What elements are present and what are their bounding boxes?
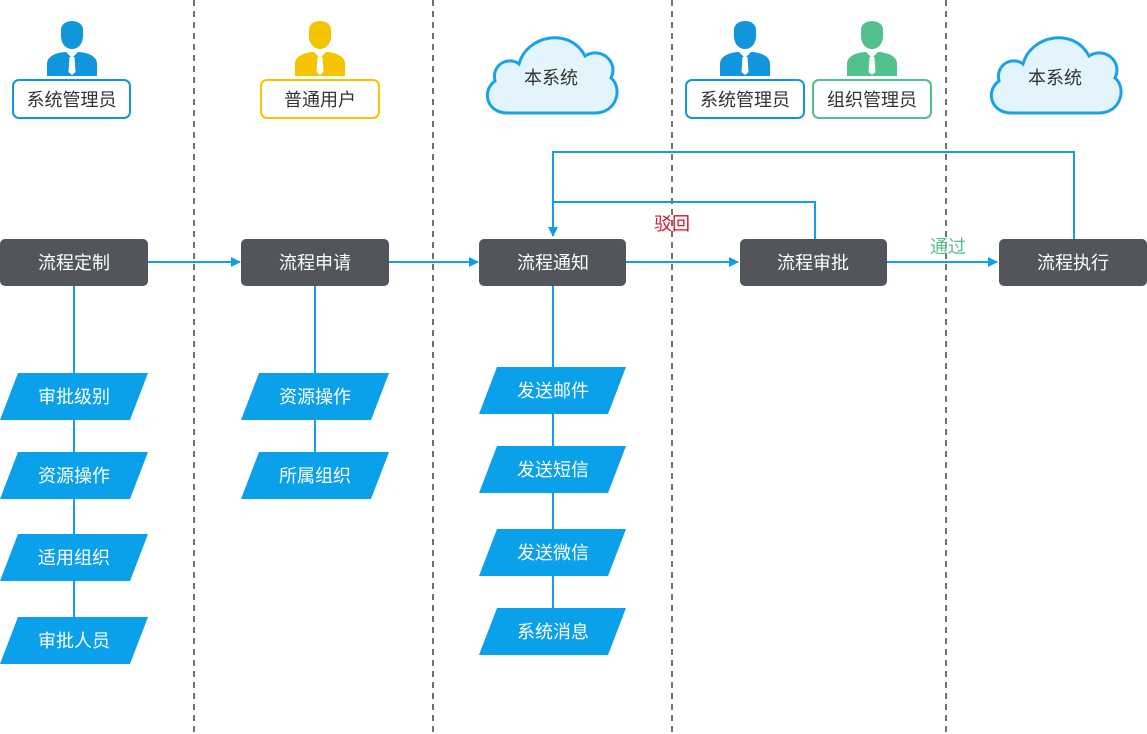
actor-label: 系统管理员 (700, 90, 790, 111)
person-icon (847, 21, 897, 76)
param-box (0, 452, 148, 499)
feedback-edges (548, 151, 1075, 239)
param-label: 发送微信 (517, 543, 589, 564)
step-parameters: 审批级别 资源操作 适用组织 审批人员 资源操作 所属组织 发送邮件 发送短信 … (0, 367, 626, 664)
reject-loop-edge (553, 201, 816, 239)
actor-box (812, 79, 932, 119)
step-label: 流程通知 (517, 253, 589, 274)
actor-label: 组织管理员 (827, 90, 917, 111)
system-label: 本系统 (1028, 68, 1082, 89)
param-box (479, 367, 626, 414)
step-box (241, 239, 389, 286)
param-label: 系统消息 (517, 622, 589, 643)
param-label: 所属组织 (279, 466, 351, 487)
step-box (740, 239, 887, 286)
person-icon (295, 21, 345, 76)
system-label: 本系统 (524, 68, 578, 89)
actor-labels: 系统管理员 普通用户 系统管理员 组织管理员 (12, 79, 932, 119)
lane-separators (193, 0, 947, 734)
systems: 本系统 本系统 (485, 36, 1123, 115)
actor-box (685, 79, 805, 119)
step-label: 流程执行 (1037, 253, 1109, 274)
param-label: 审批级别 (38, 387, 110, 408)
person-icon (47, 21, 97, 76)
param-box (241, 452, 389, 499)
param-box (479, 608, 626, 655)
step-box (999, 239, 1147, 286)
actor-label: 普通用户 (284, 90, 356, 111)
step-label: 流程申请 (279, 253, 351, 274)
actor-box (260, 79, 380, 119)
actor-label: 系统管理员 (27, 90, 117, 111)
step-label: 流程审批 (777, 253, 849, 274)
cloud-icon (989, 36, 1123, 115)
actors (47, 21, 897, 76)
person-icon (720, 21, 770, 76)
pass-label: 通过 (930, 237, 966, 258)
param-label: 适用组织 (38, 548, 110, 569)
param-box (241, 373, 389, 420)
param-label: 发送邮件 (517, 381, 589, 402)
step-box (0, 239, 148, 286)
step-label: 流程定制 (38, 253, 110, 274)
step-box (479, 239, 626, 286)
actor-box (12, 79, 131, 119)
param-label: 资源操作 (279, 387, 351, 408)
param-box (0, 617, 148, 664)
param-label: 发送短信 (517, 460, 589, 481)
param-box (0, 373, 148, 420)
param-label: 资源操作 (38, 466, 110, 487)
pass-loop-edge (548, 151, 1075, 239)
cloud-icon (485, 36, 619, 115)
steps: 流程定制 流程申请 流程通知 流程审批 流程执行 (0, 239, 1147, 286)
param-box (0, 534, 148, 581)
reject-label: 驳回 (654, 214, 690, 235)
param-box (479, 446, 626, 493)
param-box (479, 529, 626, 576)
param-label: 审批人员 (38, 631, 110, 652)
